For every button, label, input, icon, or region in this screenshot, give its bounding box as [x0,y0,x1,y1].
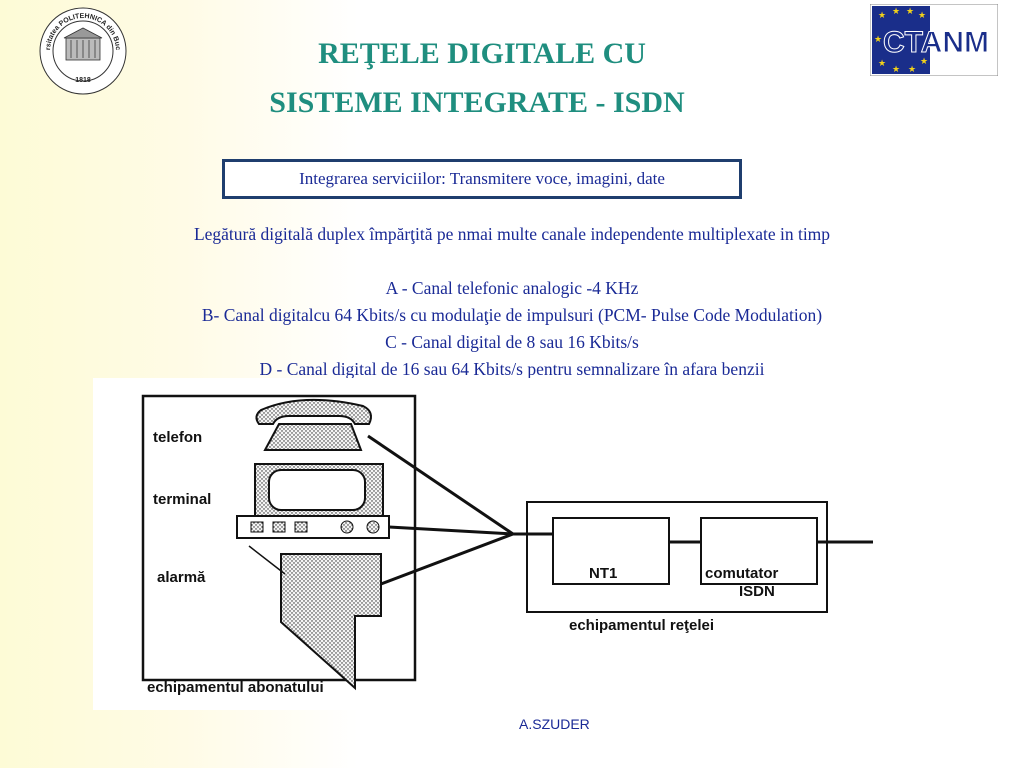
services-integration-box: Integrarea serviciilor: Transmitere voce… [222,159,742,199]
label-network-equipment: echipamentul reţelei [569,617,714,634]
label-telefon: telefon [153,429,202,446]
subscriber-equipment-frame [141,394,417,682]
label-switch-line1: comutator [705,565,779,582]
network-equipment-frame [526,501,828,613]
author-footer: A.SZUDER [519,716,590,732]
university-year: 1818 [75,77,91,84]
svg-text:★: ★ [918,11,926,21]
terminal-icon [236,463,390,539]
isdn-diagram: telefon terminal alarmă echipamentul abo… [93,378,873,710]
ctanm-text: CTANM [883,26,989,59]
svg-text:★: ★ [892,7,900,17]
slide-title-line1: REŢELE DIGITALE CU [318,37,646,70]
label-terminal: terminal [153,491,211,508]
svg-text:★: ★ [906,7,914,17]
label-nt1: NT1 [589,565,617,582]
label-subscriber-equipment: echipamentul abonatului [147,679,324,696]
channel-a: A - Canal telefonic analogic -4 KHz [385,278,639,298]
isdn-switch-box [700,517,818,585]
svg-text:★: ★ [878,11,886,21]
svg-text:★: ★ [874,35,882,45]
svg-text:★: ★ [920,57,928,67]
label-switch-line2: ISDN [739,583,775,600]
svg-text:★: ★ [908,65,916,75]
ctanm-logo: ★ ★ ★ ★ ★ ★ ★ ★ ★ CTANM [870,4,998,76]
channel-c: C - Canal digital de 8 sau 16 Kbits/s [385,332,639,352]
nt1-box [552,517,670,585]
slide-title-line2: SISTEME INTEGRATE - ISDN [269,86,685,119]
label-alarma: alarmă [157,569,206,586]
svg-text:★: ★ [878,59,886,69]
university-logo: Universitatea POLITEHNICA din Bucureşti … [38,6,127,95]
channel-d: D - Canal digital de 16 sau 64 Kbits/s p… [259,359,765,379]
alarm-icon [280,553,382,691]
channel-b: B- Canal digitalcu 64 Kbits/s cu modulaţ… [201,305,823,325]
duplex-description: Legătură digitală duplex împărţită pe nm… [193,224,831,244]
svg-text:★: ★ [892,65,900,75]
telephone-icon [255,398,372,451]
